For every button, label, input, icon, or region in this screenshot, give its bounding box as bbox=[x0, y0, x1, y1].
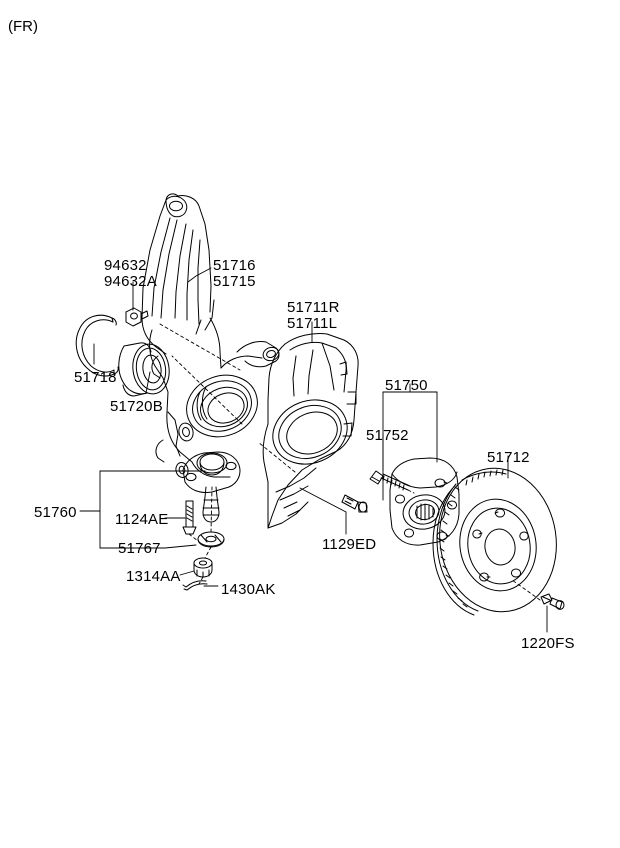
part-label-94632: 94632 bbox=[104, 257, 147, 274]
part-label-1220fs: 1220FS bbox=[521, 635, 575, 652]
cover-bolt-part bbox=[341, 494, 368, 513]
part-label-51760: 51760 bbox=[34, 504, 77, 521]
part-label-51711r: 51711R bbox=[287, 299, 340, 316]
snap-ring-part bbox=[75, 314, 119, 377]
castle-nut-part bbox=[193, 557, 213, 578]
part-label-51750: 51750 bbox=[385, 377, 428, 394]
ball-joint-washer-part bbox=[197, 531, 225, 548]
ball-joint-part bbox=[182, 451, 241, 523]
brake-disc-part bbox=[432, 467, 557, 616]
brake-disc-cover-part bbox=[262, 333, 359, 529]
disc-screw-part bbox=[540, 593, 565, 610]
part-label-51720b: 51720B bbox=[110, 398, 163, 415]
part-label-51767: 51767 bbox=[118, 540, 161, 557]
part-label-94632a: 94632A bbox=[104, 273, 157, 290]
part-label-1314aa: 1314AA bbox=[126, 568, 181, 585]
part-label-1129ed: 1129ED bbox=[322, 536, 377, 553]
wheel-hub-part bbox=[389, 457, 460, 546]
part-label-51716: 51716 bbox=[213, 257, 256, 274]
part-label-51711l: 51711L bbox=[287, 315, 338, 332]
part-label-1124ae: 1124AE bbox=[115, 511, 169, 528]
part-label-51718: 51718 bbox=[74, 369, 117, 386]
front-orientation-note: (FR) bbox=[8, 18, 38, 35]
leader-lines bbox=[79, 267, 548, 633]
part-label-1430ak: 1430AK bbox=[221, 581, 276, 598]
part-label-51752: 51752 bbox=[366, 427, 409, 444]
part-label-51715: 51715 bbox=[213, 273, 256, 290]
cotter-pin-part bbox=[182, 580, 208, 591]
knuckle-part bbox=[141, 193, 280, 478]
ball-joint-bolt-part bbox=[182, 500, 197, 535]
wheel-speed-sensor-part bbox=[125, 307, 149, 327]
wheel-bearing-part bbox=[118, 342, 170, 397]
part-label-51712: 51712 bbox=[487, 449, 530, 466]
